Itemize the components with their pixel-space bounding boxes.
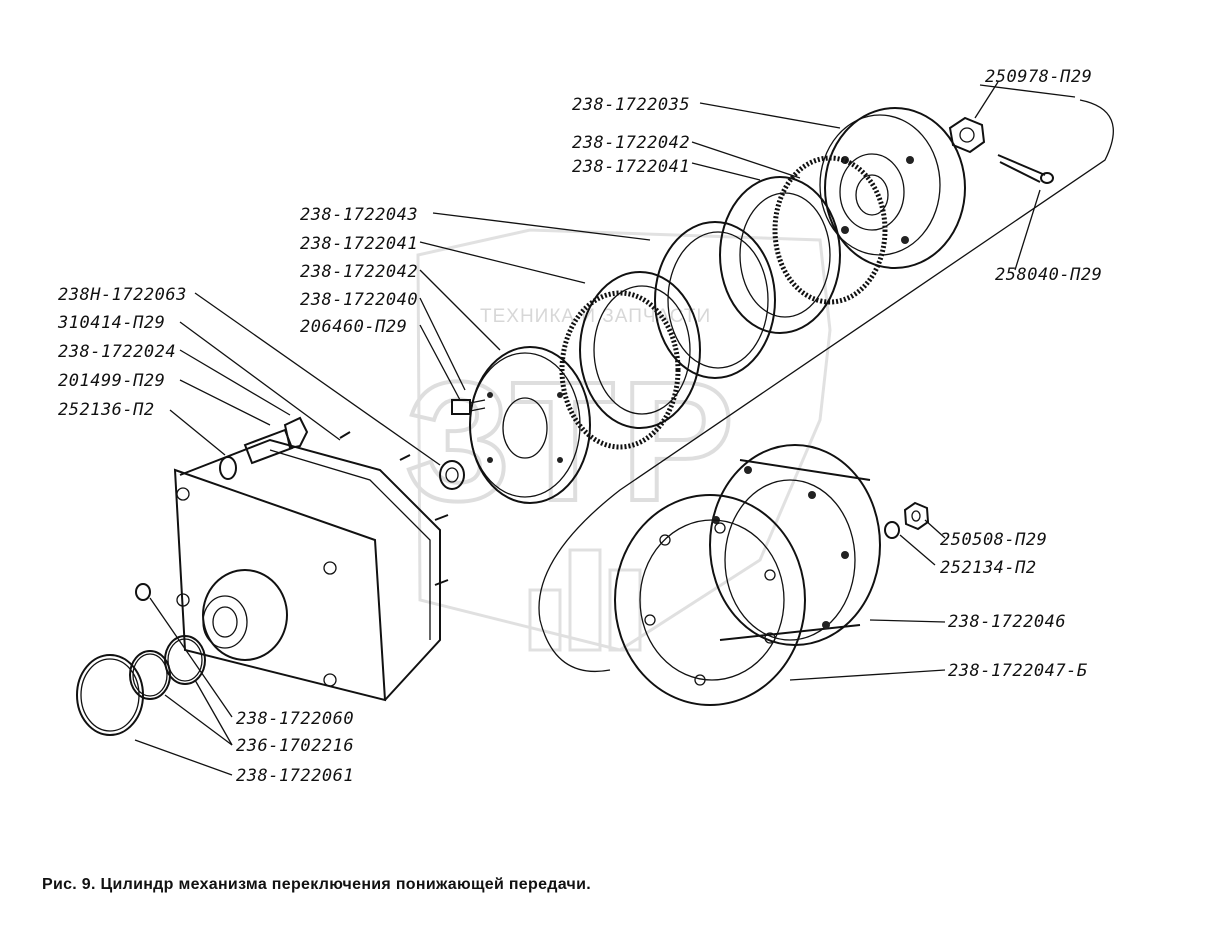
label-206460: 206460-П29: [300, 317, 407, 337]
label-252134: 252134-П2: [940, 558, 1037, 578]
piston-ring: [654, 221, 776, 379]
cylinder-outline: [538, 84, 1114, 672]
label-1722035: 238-1722035: [572, 95, 690, 115]
label-250508: 250508-П29: [940, 530, 1047, 550]
label-250978: 250978-П29: [985, 67, 1092, 87]
figure-caption: Рис. 9. Цилиндр механизма переключения п…: [42, 876, 591, 893]
label-1702216: 236-1702216: [236, 736, 354, 756]
leader-lines: [134, 81, 1041, 776]
label-238H-1722063: 238Н-1722063: [58, 285, 187, 305]
seal-upper: [719, 176, 841, 334]
gasket-part: [614, 494, 806, 706]
watermark-text: ТЕХНИКА И ЗАПЧАСТИ: [480, 306, 711, 327]
flange-washer: [884, 521, 900, 539]
label-1722040: 238-1722040: [300, 290, 418, 310]
bolt-small: [451, 399, 486, 415]
spring-ring-lower: [559, 290, 681, 450]
spring-washer: [219, 456, 237, 480]
label-1722042-upper: 238-1722042: [572, 133, 690, 153]
seal-lower: [579, 271, 701, 429]
label-1722047: 238-1722047-Б: [948, 661, 1088, 681]
washer-part: [439, 460, 465, 490]
label-1722042-lower: 238-1722042: [300, 262, 418, 282]
flange-nut: [903, 501, 930, 531]
label-310414: 310414-П29: [57, 313, 165, 333]
watermark-building-icon: [528, 548, 642, 652]
label-258040: 258040-П29: [995, 265, 1102, 285]
cylinder-body: [173, 431, 449, 702]
label-1722041-lower: 238-1722041: [300, 234, 418, 254]
label-1722041-upper: 238-1722041: [572, 157, 690, 177]
piston-part: [469, 346, 591, 504]
label-1722043: 238-1722043: [300, 205, 418, 225]
o-rings: [76, 583, 206, 736]
label-1722060: 238-1722060: [236, 709, 354, 729]
spring-ring-upper: [772, 155, 888, 305]
label-201499: 201499-П29: [58, 371, 165, 391]
cotter-pin-part: [997, 154, 1054, 184]
label-1722024: 238-1722024: [58, 342, 176, 362]
label-1722046: 238-1722046: [948, 612, 1066, 632]
bolt-large: [243, 416, 309, 465]
label-1722061: 238-1722061: [236, 766, 354, 786]
nut-part: [948, 116, 986, 154]
watermark: ТЕХНИКА И ЗАПЧАСТИ ЗТР: [403, 228, 832, 652]
label-252136: 252136-П2: [58, 400, 155, 420]
cover-part: [819, 107, 966, 269]
